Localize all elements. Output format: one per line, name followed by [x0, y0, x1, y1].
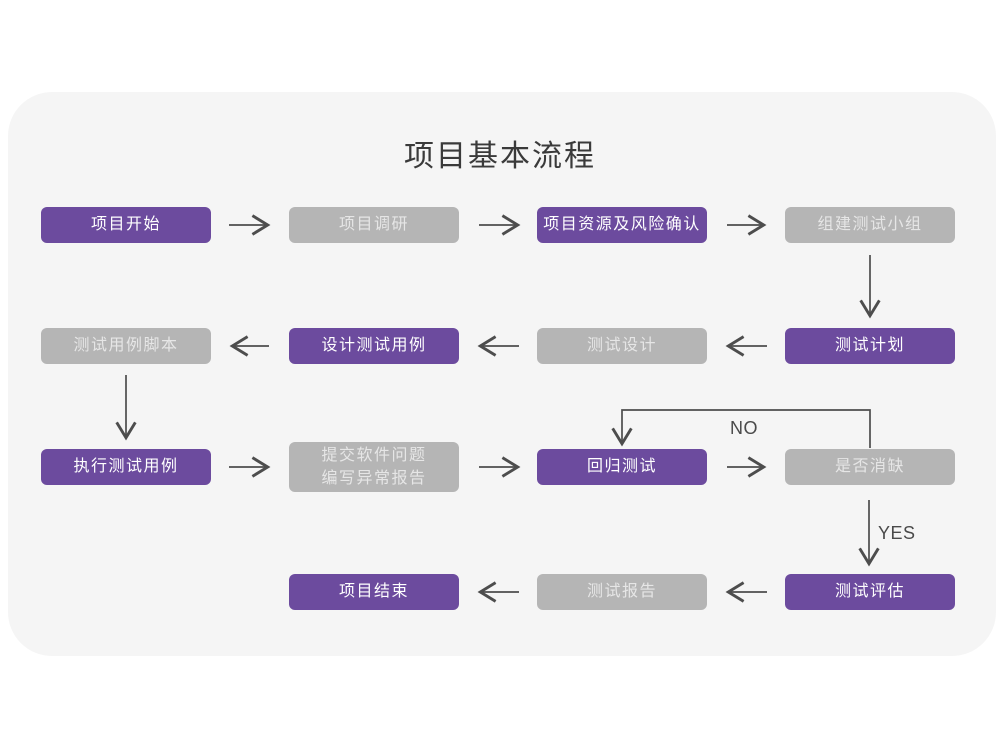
node-project-resources-risk: 项目资源及风险确认	[537, 207, 707, 243]
edge-label-no: NO	[730, 418, 758, 438]
node-execute-test-cases: 执行测试用例	[41, 449, 211, 485]
node-submit-issues-report: 提交软件问题 编写异常报告	[289, 442, 459, 492]
node-test-report: 测试报告	[537, 574, 707, 610]
node-test-design: 测试设计	[537, 328, 707, 364]
node-test-case-scripts: 测试用例脚本	[41, 328, 211, 364]
node-project-research: 项目调研	[289, 207, 459, 243]
node-design-test-cases: 设计测试用例	[289, 328, 459, 364]
page-title: 项目基本流程	[404, 140, 596, 173]
node-build-test-team: 组建测试小组	[785, 207, 955, 243]
node-project-start: 项目开始	[41, 207, 211, 243]
edge-label-yes: YES	[878, 523, 916, 543]
node-project-end: 项目结束	[289, 574, 459, 610]
node-test-evaluation: 测试评估	[785, 574, 955, 610]
node-test-plan: 测试计划	[785, 328, 955, 364]
flowchart-card	[8, 92, 996, 656]
node-regression-test: 回归测试	[537, 449, 707, 485]
node-defect-resolved: 是否消缺	[785, 449, 955, 485]
